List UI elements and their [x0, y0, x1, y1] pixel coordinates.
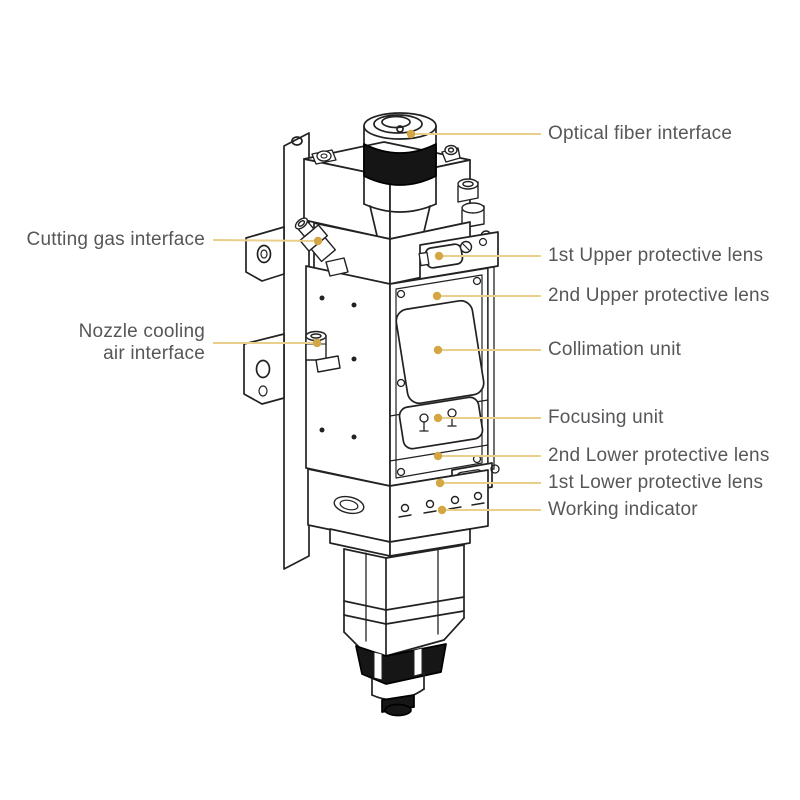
label-lower-protective-lens-1: 1st Lower protective lens	[548, 472, 764, 493]
label-nozzle-cooling-line1: Nozzle cooling	[78, 321, 205, 342]
label-working-indicator: Working indicator	[548, 499, 698, 520]
laser-head-drawing	[243, 112, 500, 717]
indicator-slab	[307, 468, 489, 543]
label-focusing-unit: Focusing unit	[548, 407, 664, 428]
leader-nozzle-cooling-air-interface	[213, 338, 322, 348]
label-nozzle-cooling-line2: air interface	[103, 343, 205, 364]
label-collimation-unit: Collimation unit	[548, 339, 682, 360]
leader-focusing-unit	[433, 413, 541, 423]
lower-cylinder	[343, 544, 465, 657]
leader-lower-protective-lens-1	[435, 478, 541, 488]
indicator-glyphs	[398, 491, 485, 518]
focusing-window	[398, 396, 484, 450]
leader-upper-protective-lens-2	[432, 291, 541, 301]
leader-optical-fiber-interface	[406, 129, 541, 139]
label-upper-protective-lens-2: 2nd Upper protective lens	[548, 285, 770, 306]
mid-body	[305, 265, 495, 487]
nozzle	[355, 643, 447, 717]
label-lower-protective-lens-2: 2nd Lower protective lens	[548, 445, 770, 466]
mounting-plate	[243, 132, 310, 570]
label-optical-fiber-interface: Optical fiber interface	[548, 123, 733, 144]
label-cutting-gas-interface: Cutting gas interface	[26, 229, 205, 250]
leader-upper-protective-lens-1	[434, 251, 541, 261]
leader-collimation-unit	[433, 345, 541, 355]
leader-lines	[212, 129, 541, 515]
leader-working-indicator	[437, 505, 541, 515]
label-upper-protective-lens-1: 1st Upper protective lens	[548, 245, 764, 266]
leader-cutting-gas-interface	[212, 236, 323, 246]
leader-lower-protective-lens-2	[433, 451, 541, 461]
flange	[329, 528, 471, 557]
label-nozzle-cooling-air-interface: Nozzle cooling air interface	[79, 321, 205, 365]
